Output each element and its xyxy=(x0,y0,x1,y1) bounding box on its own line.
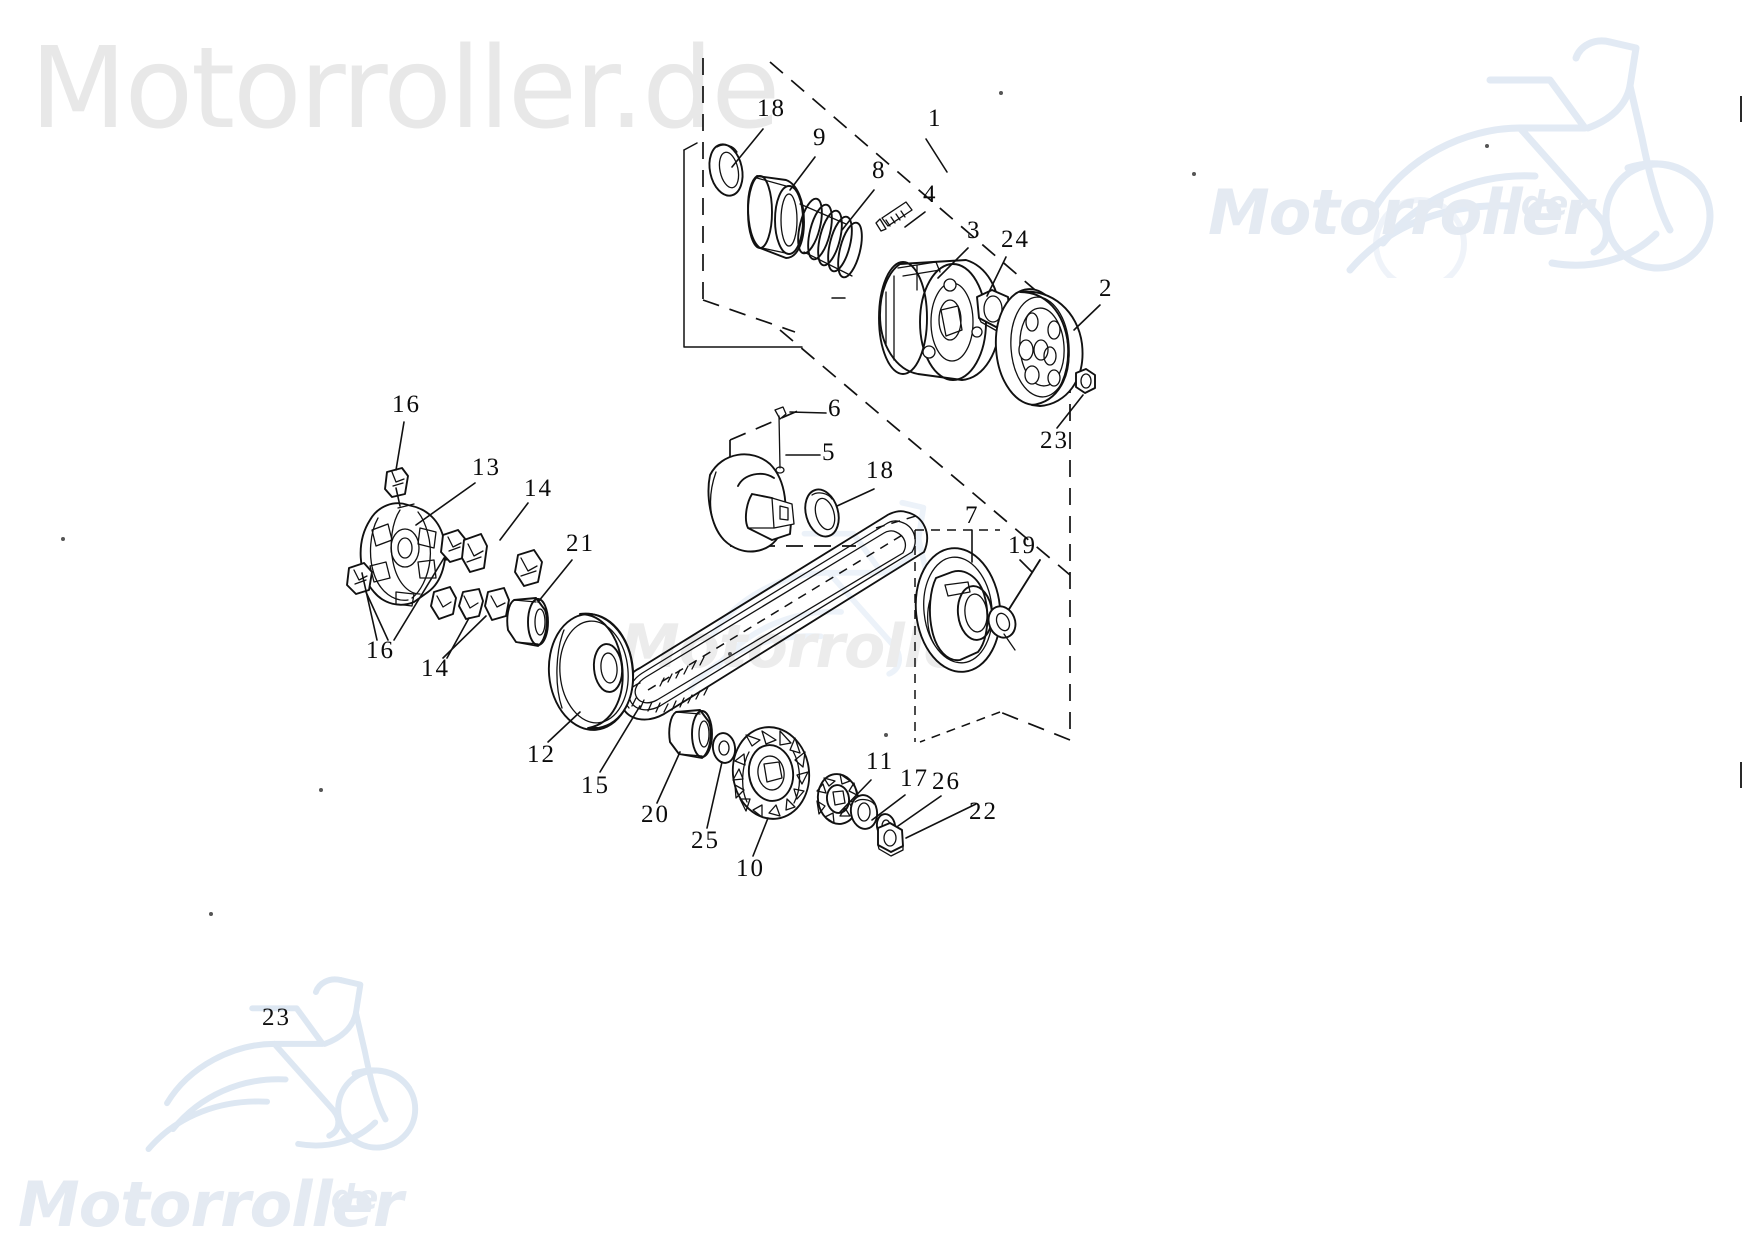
callout-5: 5 xyxy=(822,439,837,466)
page-number: 23 xyxy=(262,1004,291,1031)
part-25-washer xyxy=(711,732,737,764)
callout-6: 6 xyxy=(828,395,843,422)
callout-10: 10 xyxy=(736,855,765,882)
callout-12: 12 xyxy=(527,741,556,768)
callout-21: 21 xyxy=(566,530,595,557)
callout-13: 13 xyxy=(472,454,501,481)
callout-18-lower: 18 xyxy=(866,457,895,484)
part-18-oil-seal-lower xyxy=(804,488,840,538)
leader-lines xyxy=(361,128,1101,857)
callout-15: 15 xyxy=(581,772,610,799)
part-17-spring-washer xyxy=(849,794,879,830)
part-14-slider-block-e xyxy=(514,549,543,587)
scooter-logo-icon-top-right xyxy=(1346,37,1714,278)
part-3-centrifugal-clutch xyxy=(878,259,1001,381)
callout-18-upper: 18 xyxy=(757,95,786,122)
callout-11: 11 xyxy=(866,748,895,775)
part-10-cooling-fan-gear xyxy=(731,726,811,820)
callout-16-lower: 16 xyxy=(366,637,395,664)
part-14-slider-block-b xyxy=(484,587,510,621)
callout-26: 26 xyxy=(932,768,961,795)
scooter-logo-icon-bottom-left xyxy=(145,976,419,1153)
part-14-slider-block-d xyxy=(458,588,484,620)
callout-20: 20 xyxy=(641,801,670,828)
part-2-clutch-bell xyxy=(994,288,1084,407)
part-22-crank-nut xyxy=(877,822,904,857)
part-20-spacer-sleeve xyxy=(668,709,713,759)
part-14-slider-block-a xyxy=(461,533,488,573)
callout-2: 2 xyxy=(1099,275,1114,302)
callout-24: 24 xyxy=(1001,226,1030,253)
part-19-guide-pin xyxy=(987,559,1041,651)
part-23-lock-nut xyxy=(1075,368,1096,394)
part-7-driven-pulley xyxy=(914,547,1002,673)
callout-22: 22 xyxy=(969,798,998,825)
callout-16-upper: 16 xyxy=(392,391,421,418)
part-14-slider-block-c xyxy=(430,586,457,620)
group-1-lower-dashed-boundary xyxy=(729,409,1071,741)
edge-tick-top xyxy=(1740,96,1742,122)
callout-7: 7 xyxy=(965,502,980,529)
watermark-brand-bottom-left: Motorroller xyxy=(18,1168,403,1241)
watermark-brand-top-right: Motorroller xyxy=(1208,176,1593,249)
callout-3: 3 xyxy=(967,217,982,244)
callout-17: 17 xyxy=(900,765,929,792)
callout-25: 25 xyxy=(691,827,720,854)
callout-8: 8 xyxy=(872,157,887,184)
callout-14-upper: 14 xyxy=(524,475,553,502)
callout-4: 4 xyxy=(923,181,938,208)
watermark-top-left: Motorroller.de xyxy=(30,24,780,154)
callout-14-lower: 14 xyxy=(421,655,450,682)
part-13-ramp-plate xyxy=(359,502,459,607)
watermark-brand-suffix-top-right: .de xyxy=(1508,184,1569,224)
callout-9: 9 xyxy=(813,124,828,151)
edge-tick-mid xyxy=(1740,762,1742,788)
callout-19: 19 xyxy=(1008,532,1037,559)
part-18-oil-seal-upper xyxy=(708,143,744,197)
part-6-woodruff-key xyxy=(774,406,787,474)
belt-region-dashed-boundary xyxy=(875,515,1001,743)
part-5-driven-face-fixed xyxy=(707,453,795,553)
part-12-variator-pulley-half xyxy=(547,612,635,731)
part-16-slider-guide-upper xyxy=(384,467,409,498)
part-21-roller-weight xyxy=(506,597,549,647)
part-8-clutch-spring xyxy=(797,197,863,279)
part-9-collar-bushing xyxy=(747,175,805,259)
part-16-slider-guide-left xyxy=(346,562,373,595)
register-dots xyxy=(61,91,1489,916)
part-4-pin-screw xyxy=(875,201,913,232)
watermark-brand-suffix-bottom-left: .de xyxy=(318,1178,379,1218)
callout-1: 1 xyxy=(928,105,943,132)
callout-23: 23 xyxy=(1040,427,1069,454)
